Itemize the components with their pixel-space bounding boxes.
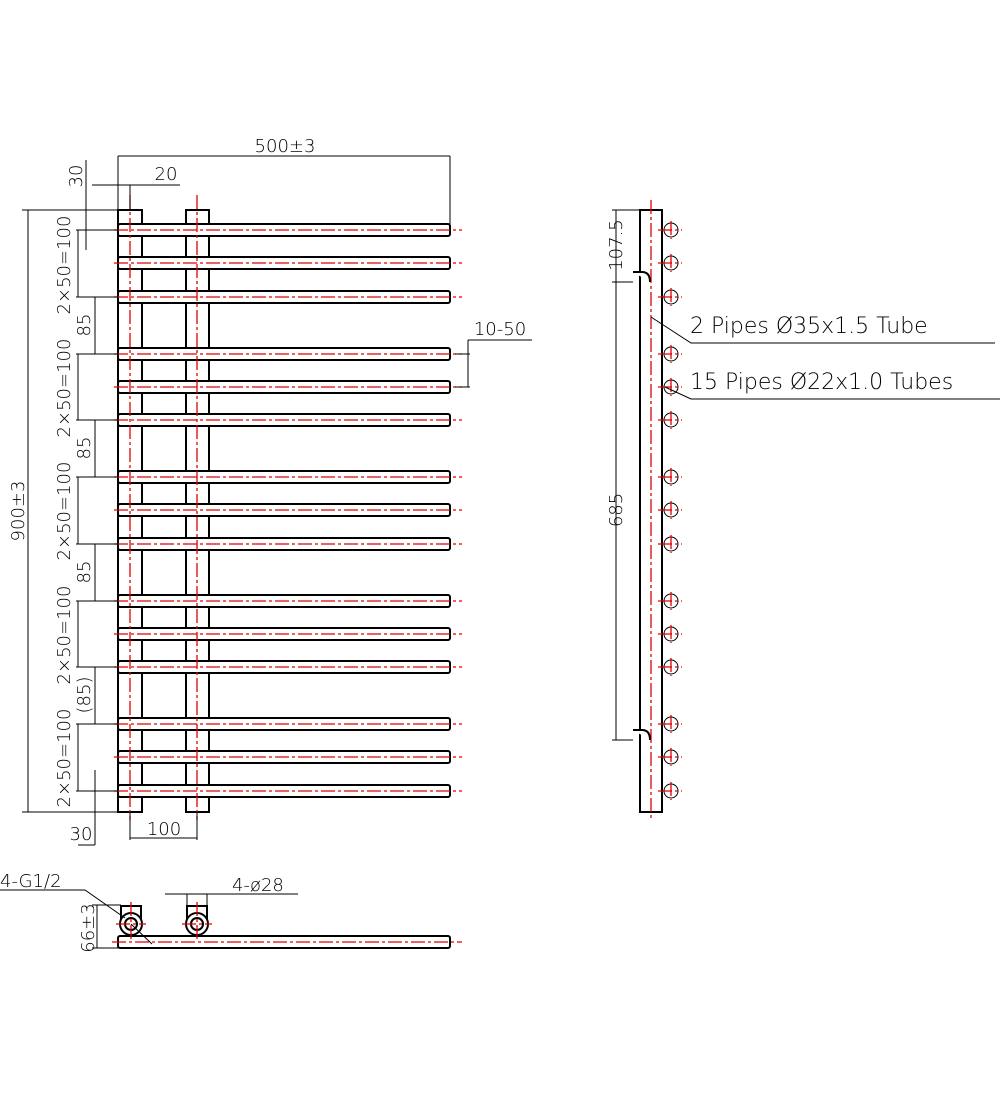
- top-bracket-label: 107.5: [606, 219, 627, 271]
- group-gap-label: (85): [74, 677, 95, 714]
- bars-callout: 15 Pipes Ø22x1.0 Tubes: [690, 370, 953, 395]
- front-view: [22, 155, 532, 846]
- top-offset-label: 30: [66, 165, 87, 188]
- side-view: [612, 200, 1000, 820]
- depth-label: 66±3: [78, 903, 99, 952]
- thread-label: 4-G1/2: [0, 871, 62, 892]
- collector-spacing-label: 100: [147, 819, 181, 840]
- tube-callout: 2 Pipes Ø35x1.5 Tube: [690, 314, 928, 339]
- callout-leader: [664, 386, 1000, 400]
- callout-leader: [650, 316, 995, 344]
- group-pitch-label: 2×50=100: [54, 339, 75, 438]
- collector-width-label: 20: [155, 164, 178, 185]
- overall-width-label: 500±3: [255, 136, 316, 157]
- top-view: 4-G1/2 4-ø28 66±3: [0, 871, 462, 953]
- group-pitch-label: 2×50=100: [54, 462, 75, 561]
- diameter-label: 4-ø28: [232, 875, 284, 896]
- group-pitch-label: 2×50=100: [54, 216, 75, 315]
- group-gap-label: 85: [74, 561, 95, 584]
- wall-bracket: [633, 729, 651, 741]
- group-gap-label: 85: [74, 437, 95, 460]
- bracket-spacing-label: 685: [606, 493, 627, 527]
- bottom-offset-label: 30: [70, 824, 93, 845]
- group-pitch-label: 2×50=100: [54, 709, 75, 808]
- group-pitch-label: 2×50=100: [54, 586, 75, 685]
- bar-offset-label: 10-50: [474, 319, 526, 340]
- group-gap-label: 85: [74, 314, 95, 337]
- dimension-labels: 500±3 900±3 30 30 20 100 10-50 2×50=100 …: [8, 136, 953, 845]
- wall-bracket: [633, 271, 651, 283]
- overall-height-label: 900±3: [8, 481, 29, 542]
